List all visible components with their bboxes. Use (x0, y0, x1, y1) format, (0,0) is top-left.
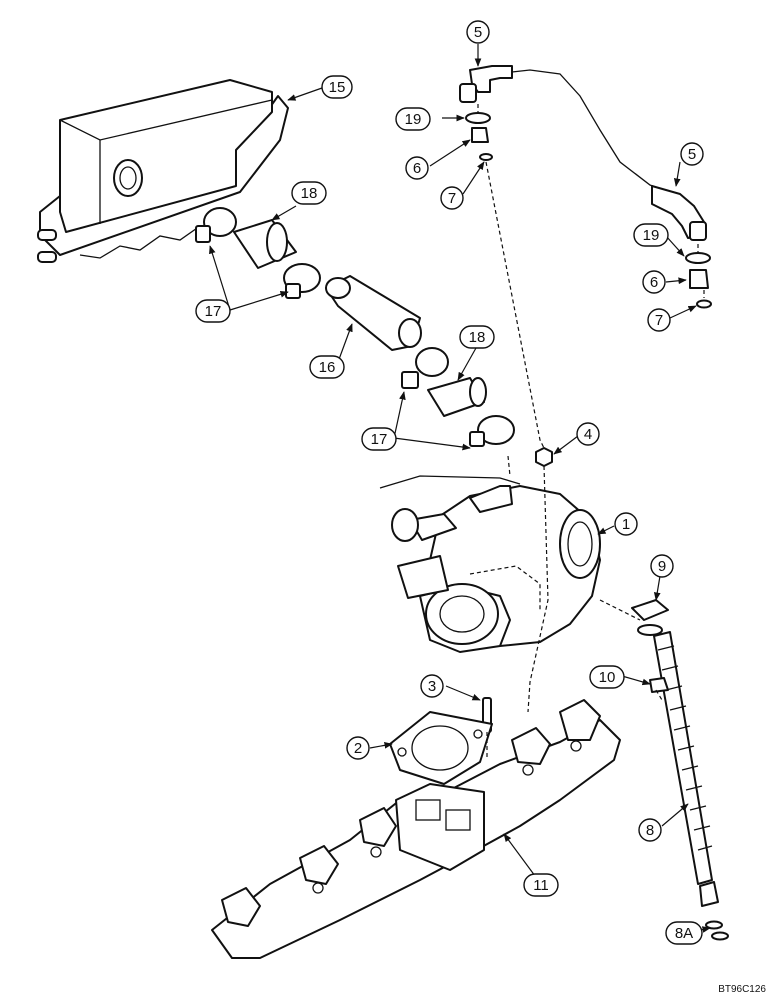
callout-1: 1 (614, 512, 638, 536)
exhaust-manifold-part (211, 699, 621, 959)
callout-9: 9 (650, 554, 674, 578)
callout-6-top: 6 (405, 156, 429, 180)
svg-text:15: 15 (329, 79, 346, 96)
callout-3: 3 (420, 674, 444, 698)
callout-18-bottom: 18 (459, 325, 495, 349)
callout-8: 8 (638, 818, 662, 842)
svg-text:1: 1 (622, 516, 630, 533)
callout-8A: 8A (665, 921, 703, 945)
drawing-code: BT96C126 (718, 984, 766, 995)
svg-text:7: 7 (655, 312, 663, 329)
callout-17-top: 17 (195, 299, 231, 323)
callout-19-top: 19 (395, 107, 431, 131)
callout-4: 4 (576, 422, 600, 446)
svg-text:2: 2 (354, 740, 362, 757)
svg-text:11: 11 (533, 877, 549, 894)
svg-text:17: 17 (371, 431, 388, 448)
svg-text:10: 10 (599, 669, 616, 686)
svg-text:18: 18 (469, 329, 486, 346)
svg-text:9: 9 (658, 558, 666, 575)
svg-text:7: 7 (448, 190, 456, 207)
callout-17-bottom: 17 (361, 427, 397, 451)
intake-cover-part (37, 79, 289, 263)
right-fitting-stack (685, 252, 712, 309)
callout-5-top: 5 (466, 20, 490, 44)
svg-text:6: 6 (650, 274, 658, 291)
lower-hose-clamps (401, 347, 515, 447)
callout-11: 11 (523, 873, 559, 897)
svg-text:16: 16 (319, 359, 336, 376)
callout-2: 2 (346, 736, 370, 760)
elbow-fitting-top-part (459, 65, 659, 189)
upper-hose-clamps (195, 207, 321, 299)
svg-text:5: 5 (688, 146, 696, 163)
callout-10: 10 (589, 665, 625, 689)
svg-text:17: 17 (205, 303, 222, 320)
svg-text:8: 8 (646, 822, 654, 839)
callout-15: 15 (321, 75, 353, 99)
intake-tube-part (325, 275, 422, 351)
svg-text:18: 18 (301, 185, 318, 202)
callout-6-right: 6 (642, 270, 666, 294)
leader-lines (209, 44, 711, 933)
nut-part (535, 447, 553, 467)
callout-18-top: 18 (291, 181, 327, 205)
drain-tube-part (631, 599, 729, 941)
callout-7-right: 7 (647, 308, 671, 332)
gasket-part (389, 711, 493, 785)
svg-text:4: 4 (584, 426, 592, 443)
callout-5-right: 5 (680, 142, 704, 166)
turbocharger-part (379, 475, 601, 653)
svg-text:6: 6 (413, 160, 421, 177)
svg-text:19: 19 (643, 227, 660, 244)
svg-text:3: 3 (428, 678, 436, 695)
elbow-fitting-right-part (651, 185, 707, 241)
callout-7-top: 7 (440, 186, 464, 210)
callout-16: 16 (309, 355, 345, 379)
svg-text:5: 5 (474, 24, 482, 41)
alignment-lines (477, 104, 705, 760)
upper-fitting-stack (465, 112, 493, 161)
bolt-part (649, 677, 669, 693)
svg-text:19: 19 (405, 111, 422, 128)
callout-19-right: 19 (633, 223, 669, 247)
svg-text:8A: 8A (675, 925, 693, 942)
